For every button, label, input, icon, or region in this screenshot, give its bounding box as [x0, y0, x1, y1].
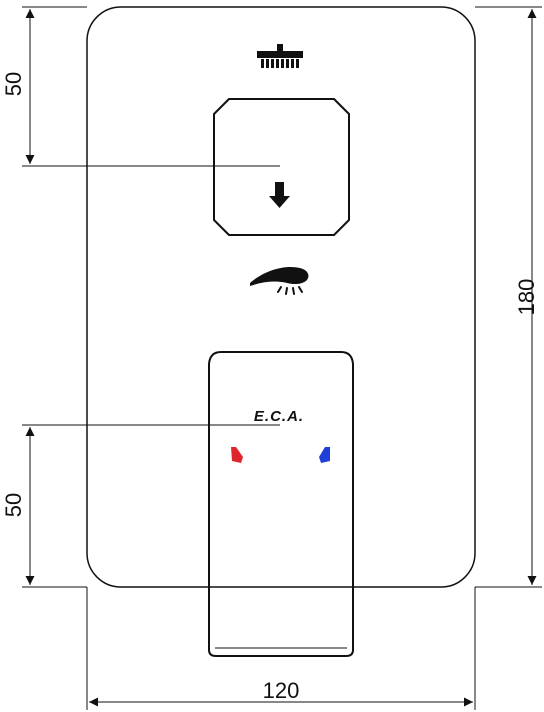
dim-text-top-height: 50	[1, 72, 26, 96]
dim-text-overall-height: 180	[514, 279, 539, 316]
hot-water-indicator	[231, 447, 243, 463]
mixer-lever[interactable]	[208, 351, 354, 657]
hand-shower-icon	[250, 266, 309, 295]
overhead-shower-icon	[257, 44, 303, 68]
dim-text-bottom-height: 50	[1, 493, 26, 517]
dimension-lines	[25, 9, 537, 707]
brand-logo: E.C.A.	[254, 408, 304, 425]
extension-lines	[22, 6, 542, 710]
cold-water-indicator	[319, 447, 330, 463]
cover-plate	[86, 6, 476, 588]
dim-text-overall-width: 120	[263, 678, 300, 703]
diverter-knob[interactable]	[213, 98, 350, 236]
down-arrow-icon	[269, 182, 290, 208]
